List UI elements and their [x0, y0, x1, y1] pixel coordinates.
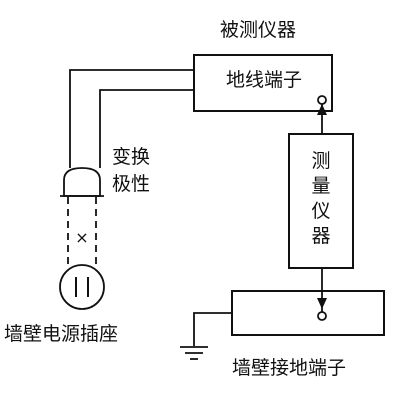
- wall-socket-label: 墙壁电源插座: [4, 323, 118, 345]
- instrument-under-test-box: [193, 54, 333, 112]
- wall-ground-terminal-icon: [317, 311, 327, 321]
- measuring-instrument-char-4: 器: [311, 225, 330, 247]
- polarity-swap-line2: 极性: [112, 173, 150, 195]
- earth-ground-icon: [180, 346, 208, 360]
- arrow-up-icon: [317, 104, 327, 115]
- polarity-swap-line1: 变换: [112, 146, 150, 168]
- earth-wire: [193, 312, 232, 346]
- measuring-instrument-char-1: 测: [311, 150, 330, 172]
- plug-head-icon: [63, 167, 101, 197]
- ground-terminal-label: 地线端子: [226, 69, 302, 91]
- wall-ground-terminal-label: 墙壁接地端子: [232, 357, 346, 379]
- cross-mark: ×: [75, 228, 88, 247]
- arrow-down-icon: [317, 298, 327, 309]
- instrument-under-test-title: 被测仪器: [220, 19, 296, 41]
- instrument-ground-terminal-icon: [317, 95, 327, 105]
- measuring-instrument-char-3: 仪: [311, 200, 330, 222]
- measuring-instrument-char-2: 量: [311, 175, 330, 197]
- measuring-instrument-box: [288, 133, 354, 269]
- wall-ground-terminal-box: [231, 290, 385, 336]
- wall-socket-icon: [59, 264, 105, 310]
- power-cord-outer-line: [69, 69, 194, 168]
- power-cord-inner-line: [99, 89, 194, 168]
